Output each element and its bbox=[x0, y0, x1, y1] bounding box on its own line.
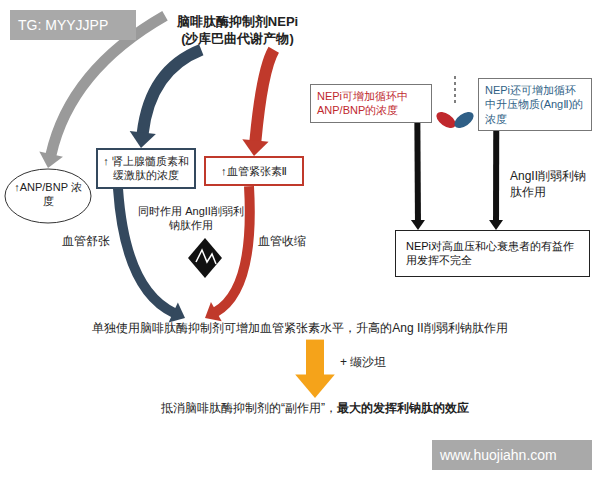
node-text: NEPi可增加循环中ANP/BNP的浓度 bbox=[317, 89, 425, 118]
note-box: NEPi可增加循环中ANP/BNP的浓度 bbox=[310, 84, 432, 123]
pill-red bbox=[434, 109, 459, 131]
node-text: 单独使用脑啡肽酶抑制剂可增加血管紧张素水平，升高的Ang II削弱利钠肽作用 bbox=[52, 321, 548, 337]
note-box: NEPi还可增加循环中升压物质(AngⅡ)的浓度 bbox=[478, 78, 592, 131]
flow-arrow bbox=[295, 340, 335, 398]
node-text: ↑ANP/BNP 浓度 bbox=[10, 180, 86, 209]
effect-label: 血管收缩 bbox=[258, 234, 318, 250]
flow-arrow bbox=[489, 131, 503, 230]
node-text: 脑啡肽酶抑制剂NEPi (沙库巴曲代谢产物) bbox=[167, 14, 308, 48]
source-text: 脑啡肽酶抑制剂NEPi (沙库巴曲代谢产物) bbox=[165, 12, 310, 50]
node-text: NEPi还可增加循环中升压物质(AngⅡ)的浓度 bbox=[485, 83, 585, 126]
balance-icon bbox=[188, 238, 222, 278]
node-text: ↑血管紧张素Ⅱ bbox=[211, 164, 297, 178]
node-text: 抵消脑啡肽酶抑制剂的“副作用”， bbox=[161, 401, 337, 415]
node-text: ↑ 肾上腺髓质素和缓激肽的浓度 bbox=[103, 154, 189, 183]
conclusion-text: 抵消脑啡肽酶抑制剂的“副作用”，最大的发挥利钠肽的效应 bbox=[145, 398, 485, 420]
effect-label: 血管舒张 bbox=[62, 234, 118, 250]
effect-label: 同时作用 AngII削弱利钠肽作用 bbox=[138, 204, 244, 233]
divider-line bbox=[454, 76, 456, 104]
watermark: TG: MYYJJPP bbox=[10, 10, 136, 40]
result-box: NEPi对高血压和心衰患者的有益作用发挥不完全 bbox=[395, 230, 590, 277]
flow-arrow bbox=[411, 123, 425, 230]
edge-label: AngII削弱利钠肽作用 bbox=[508, 168, 592, 201]
watermark: www.huojiahn.com bbox=[432, 440, 592, 470]
edge-label: + 缬沙坦 bbox=[338, 354, 388, 372]
node-text: NEPi对高血压和心衰患者的有益作用发挥不完全 bbox=[406, 239, 579, 268]
statement-text: 单独使用脑啡肽酶抑制剂可增加血管紧张素水平，升高的Ang II削弱利钠肽作用 bbox=[50, 318, 550, 340]
process-box: ↑ 肾上腺髓质素和缓激肽的浓度 bbox=[96, 148, 196, 189]
node-text: 最大的发挥利钠肽的效应 bbox=[337, 401, 469, 415]
process-box: ↑血管紧张素Ⅱ bbox=[204, 156, 304, 186]
result-ellipse: ↑ANP/BNP 浓度 bbox=[4, 168, 92, 224]
flow-arrow bbox=[242, 50, 273, 156]
pill-blue bbox=[452, 109, 477, 131]
flow-arrow bbox=[130, 50, 202, 148]
